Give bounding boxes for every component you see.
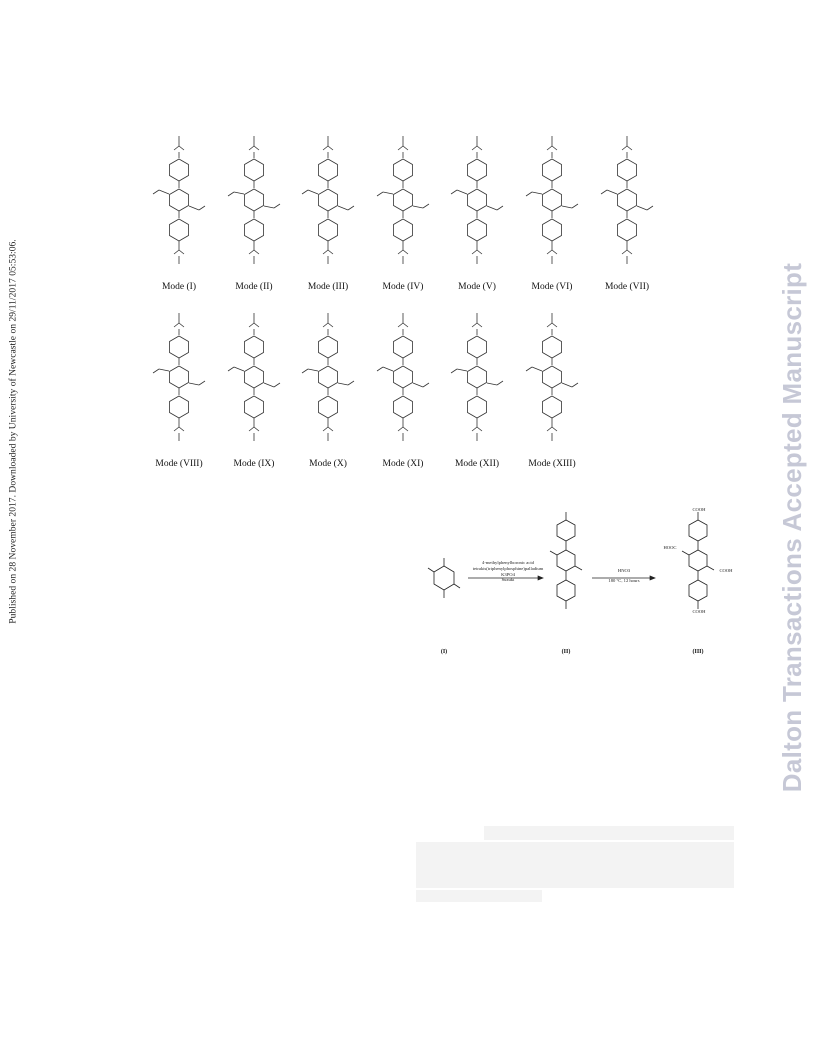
group-left-hooc: HOOC bbox=[663, 545, 677, 550]
mode-5-structure bbox=[450, 136, 504, 264]
mode-10: Mode (X) bbox=[293, 307, 363, 475]
mode-5: Mode (V) bbox=[442, 130, 512, 298]
mode-6-label: Mode (VI) bbox=[531, 282, 573, 292]
mode-1-label: Mode (I) bbox=[161, 282, 197, 292]
watermark-text: Dalton Transactions Accepted Manuscript bbox=[777, 262, 808, 792]
mode-2: Mode (II) bbox=[219, 130, 289, 298]
mode-9-structure bbox=[227, 313, 281, 441]
compound-2-structure bbox=[549, 512, 583, 609]
accepted-manuscript-watermark: Dalton Transactions Accepted Manuscript bbox=[770, 214, 816, 840]
mode-12-structure bbox=[450, 313, 504, 441]
compound-3-structure bbox=[681, 512, 715, 609]
mode-13: Mode (XIII) bbox=[517, 307, 587, 475]
mode-4-structure bbox=[376, 136, 430, 264]
reaction-arrow-2 bbox=[592, 575, 656, 581]
faded-text-line-last bbox=[416, 890, 542, 902]
mode-11: Mode (XI) bbox=[368, 307, 438, 475]
step-2-conditions: HNO3 180 °C, 12 hours bbox=[592, 568, 656, 584]
mode-8: Mode (VIII) bbox=[144, 307, 214, 475]
step-2-reagent: HNO3 bbox=[617, 568, 631, 573]
publication-side-note: Published on 28 November 2017. Downloade… bbox=[4, 216, 22, 646]
step-1-conditions: 4-methylphenylboronic acid tetrakis(trip… bbox=[470, 560, 546, 583]
mode-7: Mode (VII) bbox=[592, 130, 662, 298]
mode-13-structure bbox=[525, 313, 579, 441]
mode-8-label: Mode (VIII) bbox=[155, 459, 203, 469]
mode-1: Mode (I) bbox=[144, 130, 214, 298]
reaction-arrow-1 bbox=[468, 575, 544, 581]
mode-6: Mode (VI) bbox=[517, 130, 587, 298]
compound-3-label: (III) bbox=[692, 649, 704, 655]
mode-7-structure bbox=[600, 136, 654, 264]
mode-8-structure bbox=[152, 313, 206, 441]
mode-2-structure bbox=[227, 136, 281, 264]
mode-9: Mode (IX) bbox=[219, 307, 289, 475]
compound-2-label: (II) bbox=[561, 649, 571, 655]
group-right-cooh: COOH bbox=[719, 568, 733, 573]
scheme-drawing bbox=[427, 512, 715, 609]
mode-3: Mode (III) bbox=[293, 130, 363, 298]
mode-3-label: Mode (III) bbox=[307, 282, 349, 292]
mode-13-label: Mode (XIII) bbox=[528, 459, 576, 469]
mode-12: Mode (XII) bbox=[442, 307, 512, 475]
mode-10-structure bbox=[301, 313, 355, 441]
mode-2-label: Mode (II) bbox=[235, 282, 273, 292]
mode-4-label: Mode (IV) bbox=[382, 282, 424, 292]
mode-4: Mode (IV) bbox=[368, 130, 438, 298]
mode-3-structure bbox=[301, 136, 355, 264]
group-top-cooh: COOH bbox=[692, 507, 706, 512]
step-2-temperature-time: 180 °C, 12 hours bbox=[608, 577, 640, 583]
mode-5-label: Mode (V) bbox=[458, 282, 496, 292]
step-1-base: K3PO4 bbox=[501, 571, 515, 577]
mode-12-label: Mode (XII) bbox=[454, 459, 500, 469]
compound-1-structure bbox=[427, 558, 461, 598]
coordination-modes-figure: Mode (I) Mode (II) Mode (III) Mode (IV) … bbox=[130, 130, 670, 480]
mode-11-label: Mode (XI) bbox=[382, 459, 424, 469]
faded-text-block bbox=[416, 842, 734, 888]
publication-side-note-text: Published on 28 November 2017. Downloade… bbox=[7, 238, 19, 624]
mode-1-structure bbox=[152, 136, 206, 264]
compound-1-label: (I) bbox=[440, 649, 448, 655]
step-1-catalyst: tetrakis(triphenylphosphine)palladium bbox=[472, 565, 544, 571]
group-bottom-cooh: COOH bbox=[692, 609, 706, 614]
mode-9-label: Mode (IX) bbox=[233, 459, 275, 469]
mode-10-label: Mode (X) bbox=[309, 459, 347, 469]
mode-7-label: Mode (VII) bbox=[604, 282, 650, 292]
synthesis-scheme: 4-methylphenylboronic acid tetrakis(trip… bbox=[412, 507, 742, 670]
step-1-reaction-type: Suzuki bbox=[501, 577, 515, 583]
mode-6-structure bbox=[525, 136, 579, 264]
mode-11-structure bbox=[376, 313, 430, 441]
faded-text-line-1 bbox=[484, 826, 734, 840]
step-1-reagent: 4-methylphenylboronic acid bbox=[482, 560, 534, 565]
